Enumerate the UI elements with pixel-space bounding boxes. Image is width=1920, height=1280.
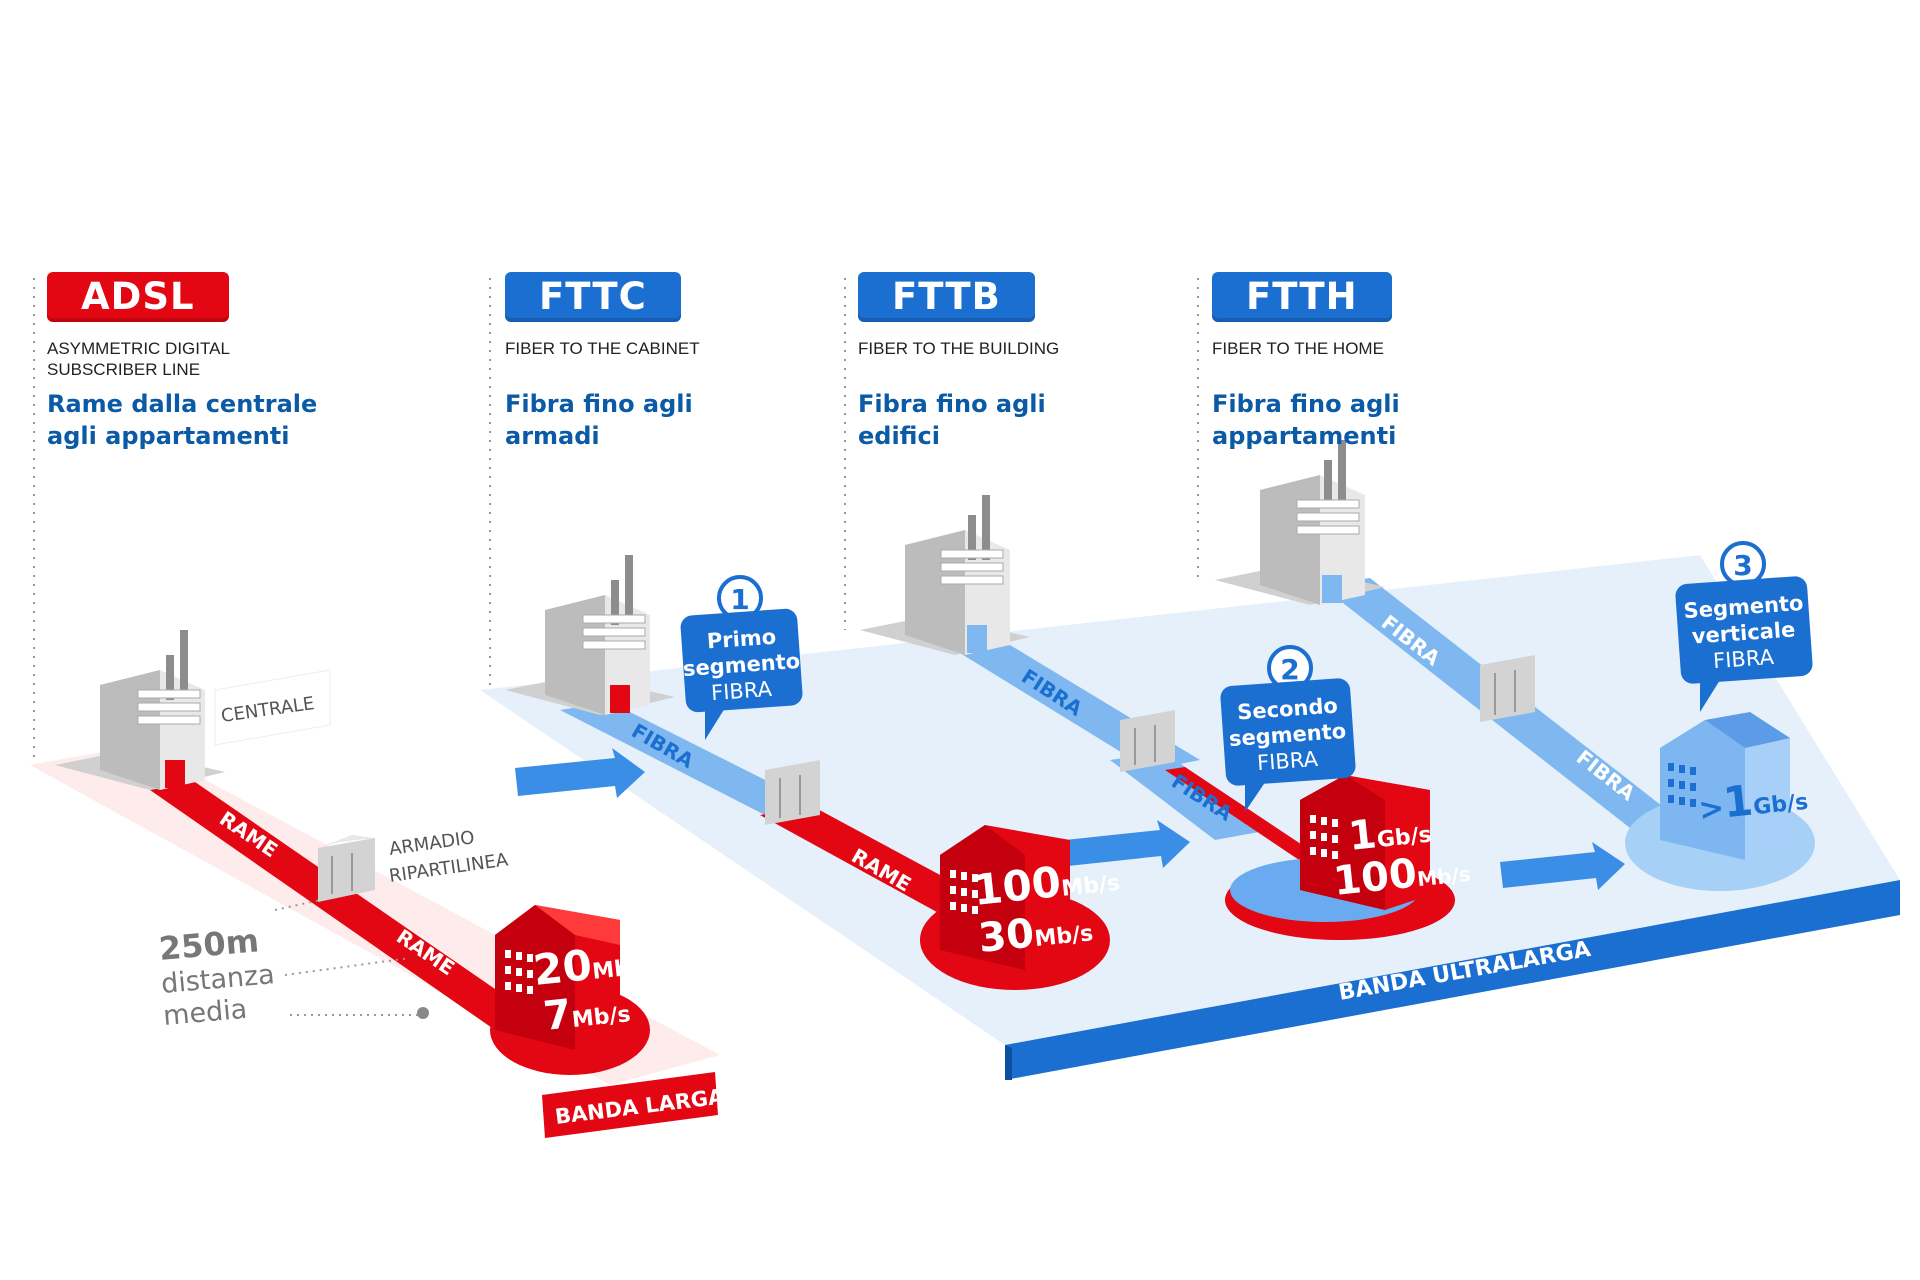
callout-1: 1 Primo segmento FIBRA <box>680 575 803 740</box>
callout-3-line3: FIBRA <box>1712 645 1775 673</box>
adsl-speed-down-unit: Mb/s <box>591 954 652 985</box>
speed-labels: 20Mb/s 7Mb/s 100Mb/s 30Mb/s 1Gb/s 100Mb/… <box>531 806 1472 1040</box>
fttb-desc-line1: Fibra fino agli <box>858 390 1046 418</box>
svg-text:20Mb/s: 20Mb/s <box>531 934 653 995</box>
column-separators <box>33 278 1199 760</box>
callout-2-number: 2 <box>1280 653 1299 686</box>
fttc-desc-line1: Fibra fino agli <box>505 390 693 418</box>
badge-adsl: ADSL <box>47 272 229 322</box>
ftth-speed-value: 1 <box>1721 776 1755 828</box>
fttb-rame-strip <box>1165 767 1340 874</box>
building-fttc <box>940 825 1070 970</box>
ftth-subtitle-line1: FIBER TO THE HOME <box>1212 339 1384 358</box>
svg-text:100Mb/s: 100Mb/s <box>1331 845 1472 905</box>
badge-fttc: FTTC <box>505 272 681 322</box>
ftth-speed: >1Gb/s <box>1696 770 1810 830</box>
fttb-speed-up-unit: Mb/s <box>1416 862 1472 891</box>
distance-annotation: 250m distanza media <box>157 899 429 1032</box>
callout-1-number: 1 <box>730 583 749 616</box>
cabinet-fttc <box>765 760 820 825</box>
ftth-speed-unit: Gb/s <box>1752 790 1809 821</box>
callout-1-line3: FIBRA <box>710 677 773 705</box>
building-ftth-windows <box>1668 763 1696 807</box>
fttb-speed-up-value: 100 <box>1331 850 1419 904</box>
central-exchange-fttb <box>860 495 1030 655</box>
adsl-copper-cable <box>150 782 540 1030</box>
ftth-speed-prefix: > <box>1697 791 1726 828</box>
adsl-speed-up-value: 7 <box>541 991 573 1040</box>
svg-text:1Gb/s: 1Gb/s <box>1346 806 1433 860</box>
building-ftth <box>1660 712 1790 860</box>
central-exchange-adsl <box>55 630 225 790</box>
distance-label-media: media <box>162 994 248 1032</box>
badge-ftth: FTTH <box>1212 272 1392 322</box>
building-fttb <box>1300 775 1430 910</box>
column-fttc: FTTC FIBER TO THE CABINET Fibra fino agl… <box>505 272 835 452</box>
column-fttb: FTTB FIBER TO THE BUILDING Fibra fino ag… <box>858 272 1188 452</box>
adsl-desc-line2: agli appartamenti <box>47 422 290 450</box>
distance-value: 250 <box>157 924 227 968</box>
distance-unit: m <box>224 921 261 962</box>
centrale-label-bg <box>214 669 331 746</box>
fttb-speed-down-value: 1 <box>1346 811 1378 860</box>
callout-3-number: 3 <box>1733 549 1752 582</box>
fttc-desc-line2: armadi <box>505 422 600 450</box>
callout-2-line3: FIBRA <box>1256 747 1319 775</box>
svg-text:250m: 250m <box>157 921 260 968</box>
building-windows <box>505 815 1338 994</box>
adsl-rame-strip <box>150 782 540 1030</box>
ftth-desc-line2: appartamenti <box>1212 422 1397 450</box>
callout-3: 3 Segmento verticale FIBRA <box>1675 541 1813 712</box>
central-exchange-ftth <box>1215 440 1385 605</box>
ftth-desc-line1: Fibra fino agli <box>1212 390 1400 418</box>
adsl-subtitle-line1: ASYMMETRIC DIGITAL <box>47 339 230 358</box>
fttc-speed-down-value: 100 <box>971 857 1063 915</box>
banda-larga-tag: BANDA LARGA <box>542 1072 726 1138</box>
fttc-speed-up-value: 30 <box>976 910 1036 962</box>
arrow-ftth <box>1500 842 1625 890</box>
svg-text:7Mb/s: 7Mb/s <box>541 985 632 1040</box>
fttb-speed-down-unit: Gb/s <box>1376 822 1433 853</box>
fttb-subtitle-line1: FIBER TO THE BUILDING <box>858 339 1060 358</box>
column-ftth: FTTH FIBER TO THE HOME Fibra fino agli a… <box>1212 272 1542 452</box>
fttc-fibra-strip <box>560 702 815 815</box>
fttb-desc-line2: edifici <box>858 422 940 450</box>
cabinet-adsl <box>318 835 375 902</box>
central-exchange-fttc <box>505 555 675 715</box>
adsl-speed-down-value: 20 <box>531 940 594 995</box>
column-adsl: ADSL ASYMMETRIC DIGITAL SUBSCRIBER LINE … <box>47 272 377 452</box>
flow-arrows <box>515 748 1625 890</box>
arrow-fttb <box>1065 820 1190 868</box>
fttb-fibra-strip-2 <box>1110 752 1270 840</box>
badge-fttb: FTTB <box>858 272 1035 322</box>
callout-1-line1: Primo <box>706 625 777 654</box>
arrow-fttc <box>515 748 645 798</box>
cabinet-fttb <box>1120 710 1175 772</box>
adsl-subtitle-line2: SUBSCRIBER LINE <box>47 360 201 379</box>
adsl-speed-up-unit: Mb/s <box>571 1002 632 1033</box>
callout-2: 2 Secondo segmento FIBRA <box>1220 645 1356 812</box>
platform-corner <box>1005 1045 1012 1080</box>
fttc-speed-up-unit: Mb/s <box>1033 921 1094 952</box>
fttc-subtitle-line1: FIBER TO THE CABINET <box>505 339 700 358</box>
adsl-desc-line1: Rame dalla centrale <box>47 390 318 418</box>
cabinet-ftth <box>1480 655 1535 722</box>
platform-front-edge <box>1005 880 1900 1080</box>
svg-text:30Mb/s: 30Mb/s <box>976 904 1095 962</box>
fttc-speed-down-unit: Mb/s <box>1060 871 1121 902</box>
building-adsl <box>495 905 620 1050</box>
svg-text:100Mb/s: 100Mb/s <box>971 851 1122 915</box>
